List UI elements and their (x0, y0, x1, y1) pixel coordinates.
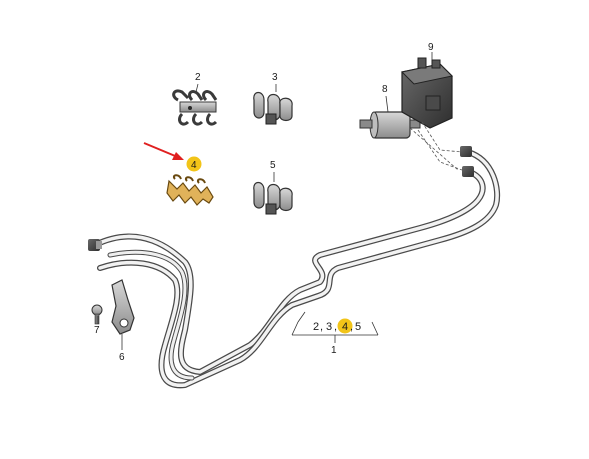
group-label-4: 4 (342, 321, 348, 333)
pipe-connector-left (88, 239, 102, 251)
callout-5: 5 (270, 160, 276, 171)
callout-9: 9 (428, 42, 434, 53)
group-bracket (291, 311, 379, 343)
badge-part-4-top (186, 156, 202, 172)
callout-4: 4 (191, 160, 197, 171)
group-label-sep3: , (350, 321, 353, 333)
callout-1: 1 (331, 345, 337, 356)
canister-part-9 (400, 57, 454, 129)
bolt-part-7 (91, 304, 103, 325)
clip-part-4 (166, 174, 214, 206)
clip-part-5 (253, 181, 293, 215)
bracket-part-6 (111, 279, 135, 335)
pointer-arrow (143, 142, 184, 160)
group-label-3: 3 (326, 321, 332, 333)
callout-3: 3 (272, 72, 278, 83)
solid-leaders (97, 52, 433, 350)
clip-part-2 (172, 89, 218, 126)
callout-7: 7 (94, 325, 100, 336)
callout-2: 2 (195, 72, 201, 83)
fuel-lines (92, 149, 501, 389)
pipe-connector-right-upper (460, 146, 472, 157)
badge-part-4-group (337, 318, 353, 334)
callout-6: 6 (119, 352, 125, 363)
pipe-connector-right-lower (462, 166, 474, 177)
group-label-sep2: , (334, 321, 337, 333)
group-label-5: 5 (355, 321, 361, 333)
clip-part-3 (253, 91, 293, 125)
group-label: 2 , 3 , 4 , 5 (313, 321, 361, 333)
fuel-filter-part-8 (359, 111, 421, 139)
callout-8: 8 (382, 84, 388, 95)
group-label-2: 2 (313, 321, 319, 333)
leader-lines (409, 121, 463, 171)
group-label-sep1: , (320, 321, 323, 333)
